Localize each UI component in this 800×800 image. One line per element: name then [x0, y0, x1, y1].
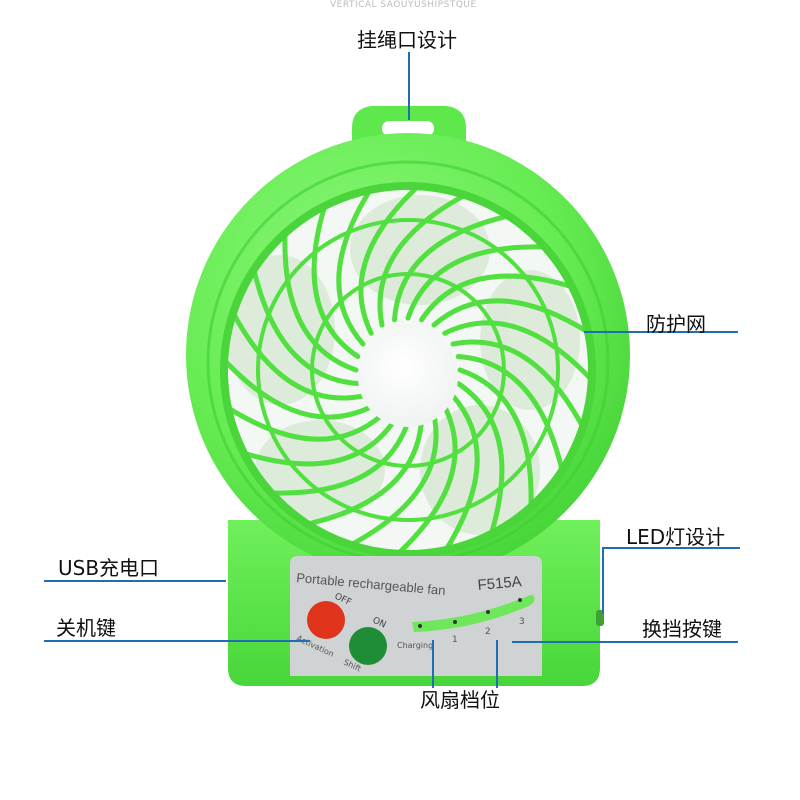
guard-spoke — [377, 191, 471, 328]
guard-spoke — [311, 200, 361, 359]
guard-spoke — [405, 244, 551, 321]
level-1-label: 1 — [452, 635, 458, 645]
guard-spoke — [393, 404, 458, 554]
guard-spoke — [238, 417, 397, 467]
guard-spoke — [345, 412, 439, 549]
power-callout: 关机键 — [56, 616, 116, 640]
usb-leader — [44, 580, 226, 582]
speed-callout: 风扇档位 — [420, 688, 500, 712]
guard-leader — [584, 331, 738, 333]
guard-spoke — [265, 419, 411, 496]
switch-leader — [512, 641, 738, 643]
power-leader — [44, 640, 310, 642]
lanyard-leader-vertical — [408, 52, 410, 120]
off-button[interactable] — [307, 601, 345, 639]
lanyard-callout: 挂绳口设计 — [357, 28, 457, 52]
guard-spoke — [250, 264, 361, 386]
guard-spoke — [431, 298, 592, 337]
lanyard-hole — [382, 121, 434, 136]
guard-spoke — [455, 381, 505, 540]
charging-label: Charging — [397, 641, 433, 650]
led-light — [596, 610, 604, 626]
led-leader-vertical — [602, 547, 604, 613]
guard-spoke — [358, 186, 423, 336]
protective-guard — [224, 186, 592, 554]
top-watermark: VERTICAL SAOUYUSHIPSTQUE — [330, 0, 477, 10]
guard-spoke — [441, 393, 480, 554]
guard-callout: 防护网 — [646, 312, 706, 336]
guard-spoke — [336, 186, 375, 347]
guard-spoke — [224, 355, 374, 420]
guard-spoke — [457, 367, 534, 513]
guard-spoke — [392, 212, 514, 323]
speed-leader-right — [496, 640, 498, 688]
level-3-label: 3 — [519, 617, 525, 627]
guard-spoke — [419, 273, 578, 323]
guard-spoke — [455, 354, 566, 476]
panel-model: F515A — [477, 573, 523, 594]
led-leader-horizontal — [602, 547, 740, 549]
level-2-label: 2 — [485, 627, 491, 637]
led-callout: LED灯设计 — [626, 525, 726, 549]
on-button[interactable] — [349, 627, 387, 665]
guard-spoke — [442, 320, 592, 385]
guard-spoke — [302, 417, 424, 528]
guard-spoke — [450, 339, 587, 433]
usb-callout: USB充电口 — [58, 556, 160, 580]
switch-callout: 换挡按键 — [642, 617, 722, 641]
guard-spoke — [282, 227, 359, 373]
guard-spoke — [224, 403, 385, 442]
guard-spoke — [229, 307, 366, 401]
speed-leader-left — [432, 640, 434, 688]
speed-switch-slot[interactable] — [412, 594, 535, 632]
fan-hub — [358, 327, 458, 427]
